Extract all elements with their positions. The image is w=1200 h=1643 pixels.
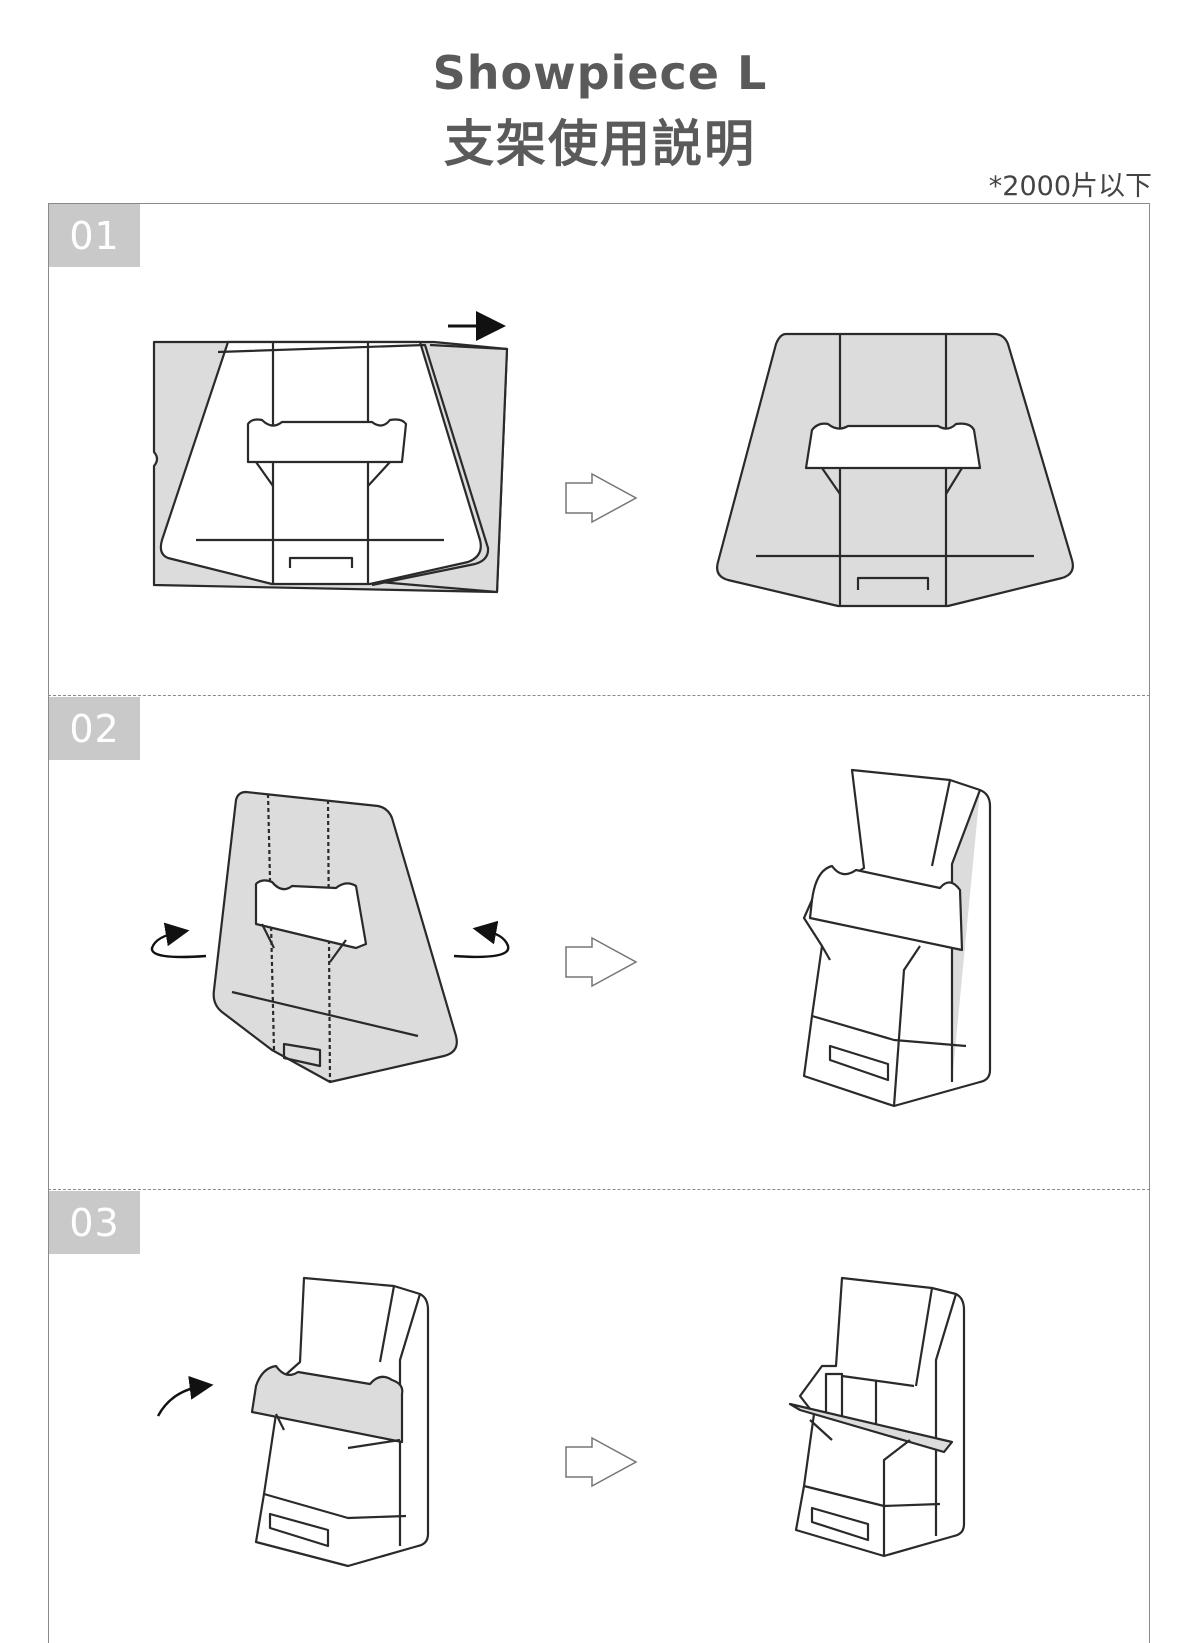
step-badge-01: 01 xyxy=(49,204,140,267)
step3-next-arrow-icon xyxy=(565,1436,638,1488)
title-english: Showpiece L xyxy=(432,46,768,100)
step-badge-02: 02 xyxy=(49,697,140,760)
step3-before-illustration xyxy=(250,1276,430,1568)
step-badge-03: 03 xyxy=(49,1191,140,1254)
step2-after-illustration xyxy=(802,768,992,1108)
step-divider-2 xyxy=(48,1189,1150,1190)
step2-next-arrow-icon xyxy=(565,936,638,988)
step1-before-illustration xyxy=(152,340,509,594)
step2-rotate-right-arrow xyxy=(453,920,510,959)
step2-rotate-left-arrow xyxy=(150,922,207,959)
step-divider-1 xyxy=(48,695,1150,696)
step1-next-arrow-icon xyxy=(565,472,638,524)
title-chinese: 支架使用説明 xyxy=(444,115,756,173)
step3-fold-arrow xyxy=(156,1375,214,1417)
step3-after-illustration xyxy=(788,1276,966,1558)
instruction-frame xyxy=(48,203,1150,1643)
quantity-note: *2000片以下 xyxy=(988,171,1152,202)
step1-after-illustration xyxy=(716,332,1074,608)
step2-before-illustration xyxy=(212,790,458,1084)
